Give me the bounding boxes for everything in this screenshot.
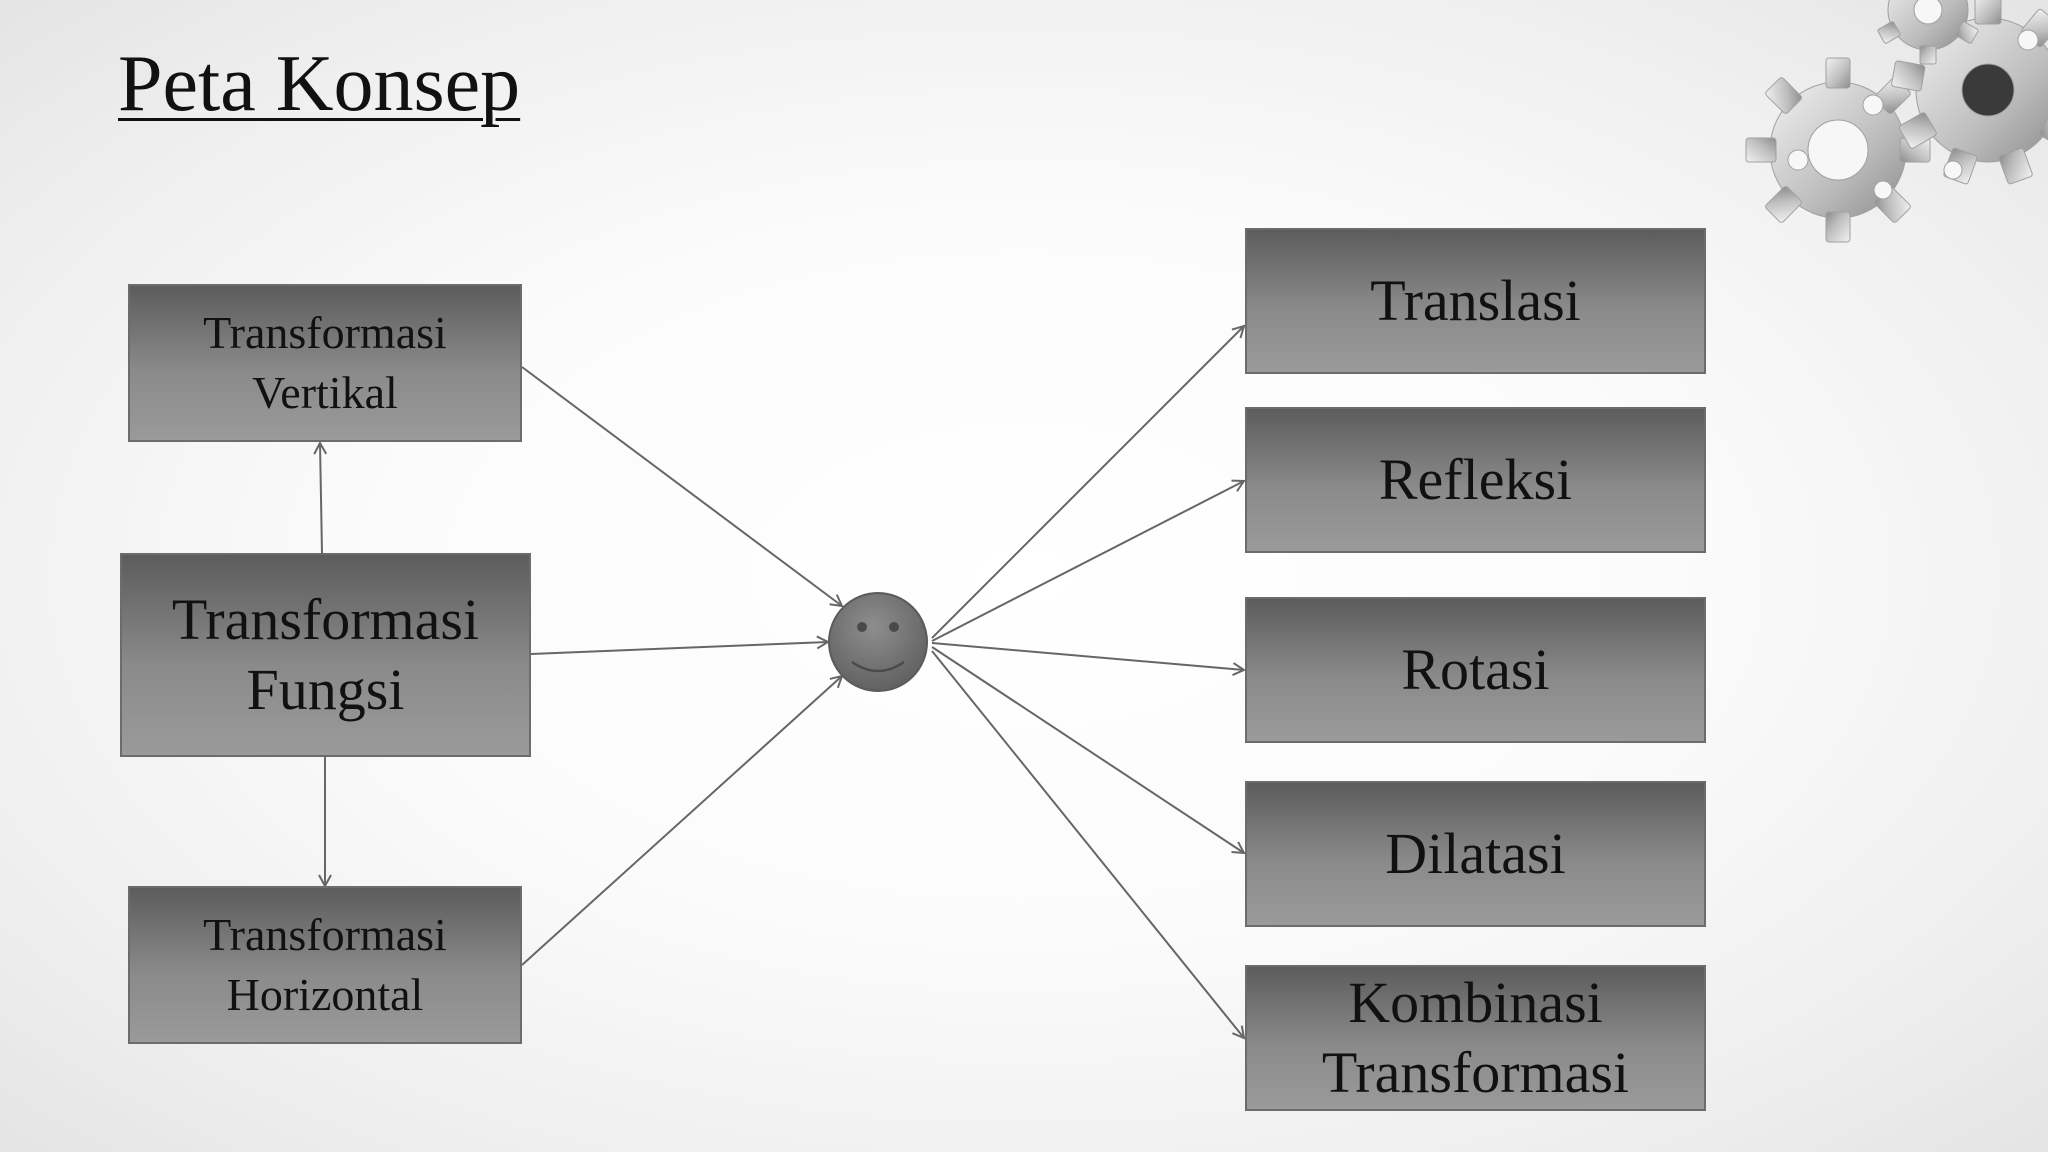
- node-translasi: Translasi: [1245, 228, 1706, 374]
- node-label: Transformasi Vertikal: [203, 303, 447, 423]
- arrow-center-to-translasi: [932, 326, 1244, 638]
- arrow-vertical-to-center: [522, 367, 842, 606]
- arrow-fungsi-to-vertical: [320, 443, 322, 553]
- node-refleksi: Refleksi: [1245, 407, 1706, 553]
- node-label: Transformasi Fungsi: [172, 585, 479, 724]
- node-transformasi-horizontal: Transformasi Horizontal: [128, 886, 522, 1044]
- node-transformasi-vertikal: Transformasi Vertikal: [128, 284, 522, 442]
- arrow-center-to-dilatasi: [932, 647, 1244, 853]
- node-label: Rotasi: [1401, 635, 1549, 705]
- arrow-fungsi-to-center: [531, 642, 828, 654]
- node-transformasi-fungsi: Transformasi Fungsi: [120, 553, 531, 757]
- node-rotasi: Rotasi: [1245, 597, 1706, 743]
- node-label: Dilatasi: [1385, 819, 1565, 889]
- node-label: Kombinasi Transformasi: [1322, 968, 1629, 1107]
- node-label: Transformasi Horizontal: [203, 905, 447, 1025]
- node-label: Translasi: [1370, 266, 1581, 336]
- node-kombinasi-transformasi: Kombinasi Transformasi: [1245, 965, 1706, 1111]
- arrow-center-to-kombinasi: [932, 651, 1244, 1038]
- arrow-center-to-refleksi: [932, 481, 1244, 641]
- arrow-center-to-rotasi: [932, 643, 1244, 670]
- node-label: Refleksi: [1379, 445, 1572, 515]
- smiley-face-icon: [829, 593, 927, 691]
- arrow-horizontal-to-center: [522, 676, 842, 965]
- node-dilatasi: Dilatasi: [1245, 781, 1706, 927]
